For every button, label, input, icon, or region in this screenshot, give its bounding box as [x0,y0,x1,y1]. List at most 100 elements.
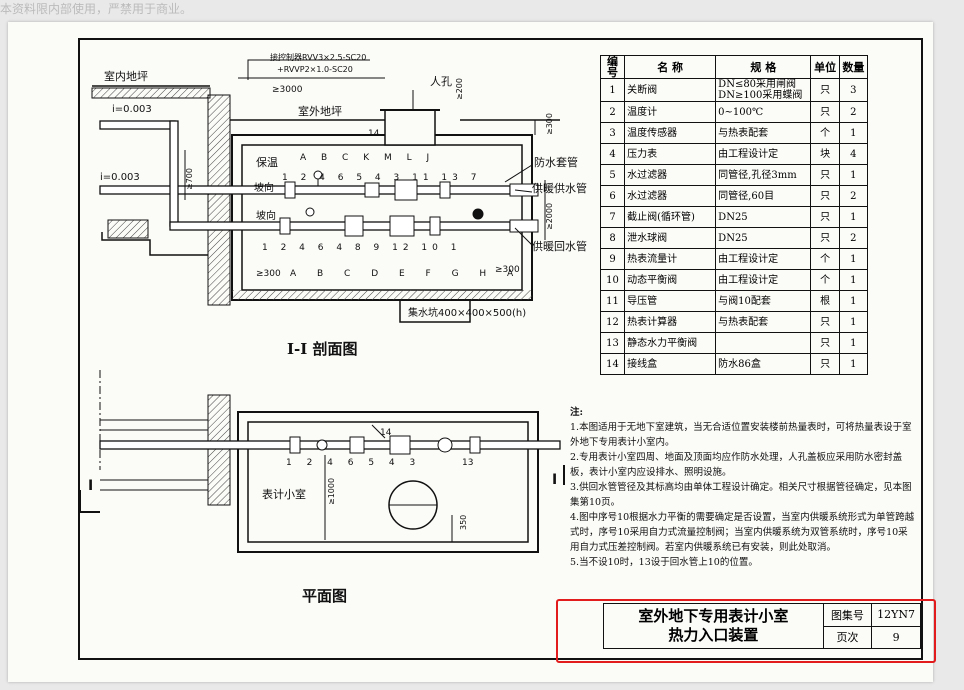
cell-unit: 个 [810,269,840,291]
cell-name: 静态水力平衡阀 [624,332,717,354]
cell-spec: 与热表配套 [715,311,812,333]
cell-no: 13 [599,332,626,354]
cell-name: 水过滤器 [624,185,717,207]
cell-no: 1 [599,78,626,102]
cell-no: 11 [599,290,626,312]
cell-no: 6 [599,185,626,207]
header-spec: 规 格 [715,55,812,79]
label-controller-cable-1: 接控制器RVV3×2.5-SC20 [270,52,366,62]
plan-section-mark-left: I [88,478,93,494]
plan-room-inner [247,421,529,543]
cell-name: 温度传感器 [624,122,717,144]
cell-unit: 只 [810,185,840,207]
section-view-caption: I-I 剖面图 [287,340,358,358]
plan-label-tag-14: 14 [380,428,392,438]
cell-spec: 同管径,孔径3mm [715,164,812,186]
cell-no: 8 [599,227,626,249]
cell-name: 动态平衡阀 [624,269,717,291]
title-block-title: 室外地下专用表计小室 热力入口装置 [603,603,824,649]
cell-qty: 2 [838,227,869,249]
note-item: 4.图中序号10根据水力平衡的需要确定是否设置，当室内供暖系统形式为单管跨越式时… [570,512,915,553]
page-value: 9 [871,625,921,649]
cell-qty: 1 [838,290,869,312]
cell-spec: 防水86盒 [715,353,812,375]
label-bottom-numbers: 1 2 4 6 4 8 9 12 10 1 [262,243,461,253]
cell-name: 水过滤器 [624,164,717,186]
return-pipe [169,221,511,231]
cell-unit: 根 [810,290,840,312]
cell-no: 7 [599,206,626,228]
cell-qty: 1 [838,248,869,270]
cell-spec: 由工程设计定 [715,143,812,165]
cell-spec: DN25 [715,206,812,228]
supply-pipe-outlet [509,183,539,197]
cell-name: 热表计算器 [624,311,717,333]
cell-spec: 同管径,60目 [715,185,812,207]
cell-unit: 个 [810,122,840,144]
label-waterproof-sleeve: 防水套管 [534,155,578,169]
cell-name: 导压管 [624,290,717,312]
cell-no: 3 [599,122,626,144]
supply-fittings [284,170,484,220]
cell-unit: 只 [810,227,840,249]
label-insulation: 保温 [256,155,278,169]
cell-spec: 与热表配套 [715,122,812,144]
cell-name: 温度计 [624,101,717,123]
cell-unit: 只 [810,164,840,186]
label-return-pipe: 供暖回水管 [532,239,587,253]
indoor-floor-slab [91,87,211,99]
plan-room-outer [237,411,539,553]
header-qty: 数量 [838,55,869,79]
cell-unit: 只 [810,311,840,333]
indoor-steps [107,219,149,239]
label-slope-dir-2: 坡向 [256,209,276,222]
label-dim-300-left: ≥300 [256,269,281,279]
highlight-box [556,599,936,663]
cell-unit: 只 [810,332,840,354]
label-top-numbers: 1 2 4 6 5 4 3 11 13 7 [282,173,481,183]
label-dim-300-right: ≥300 [495,265,520,275]
cell-name: 关断阀 [624,78,717,102]
label-dim-3000: ≥3000 [272,85,303,95]
cell-name: 压力表 [624,143,717,165]
cell-unit: 只 [810,206,840,228]
label-slope-dir-1: 坡向 [254,181,274,194]
plan-label-room: 表计小室 [262,487,306,501]
cell-qty: 1 [838,269,869,291]
plan-label-numbers: 1 2 4 6 5 4 3 [286,458,421,468]
cell-spec: 由工程设计定 [715,269,812,291]
plan-view: 14 1 2 4 6 5 4 3 13 表计小室 ≥1000 350 I I [79,370,565,553]
note-item: 5.当不设10时，13设于回水管上10的位置。 [570,557,758,568]
dimension-lines [184,77,546,240]
cell-unit: 只 [810,101,840,123]
drawing-frame [78,38,923,660]
cell-qty: 1 [838,122,869,144]
cell-unit: 块 [810,143,840,165]
note-item: 1.本图适用于无地下室建筑，当无合适位置安装楼前热量表时，可将热量表设于室外地下… [570,422,912,448]
title-block: 室外地下专用表计小室 热力入口装置 图集号 12YN7 页次 9 [603,603,921,649]
cell-no: 2 [599,101,626,123]
header-no: 编号 [599,55,626,79]
cell-name: 接线盒 [624,353,717,375]
cell-qty: 1 [838,332,869,354]
return-pipe-high [99,120,176,130]
cell-no: 4 [599,143,626,165]
cell-unit: 只 [810,78,840,102]
label-manhole: 人孔 [430,75,452,88]
notes-heading: 注: [570,407,584,418]
cell-no: 5 [599,164,626,186]
